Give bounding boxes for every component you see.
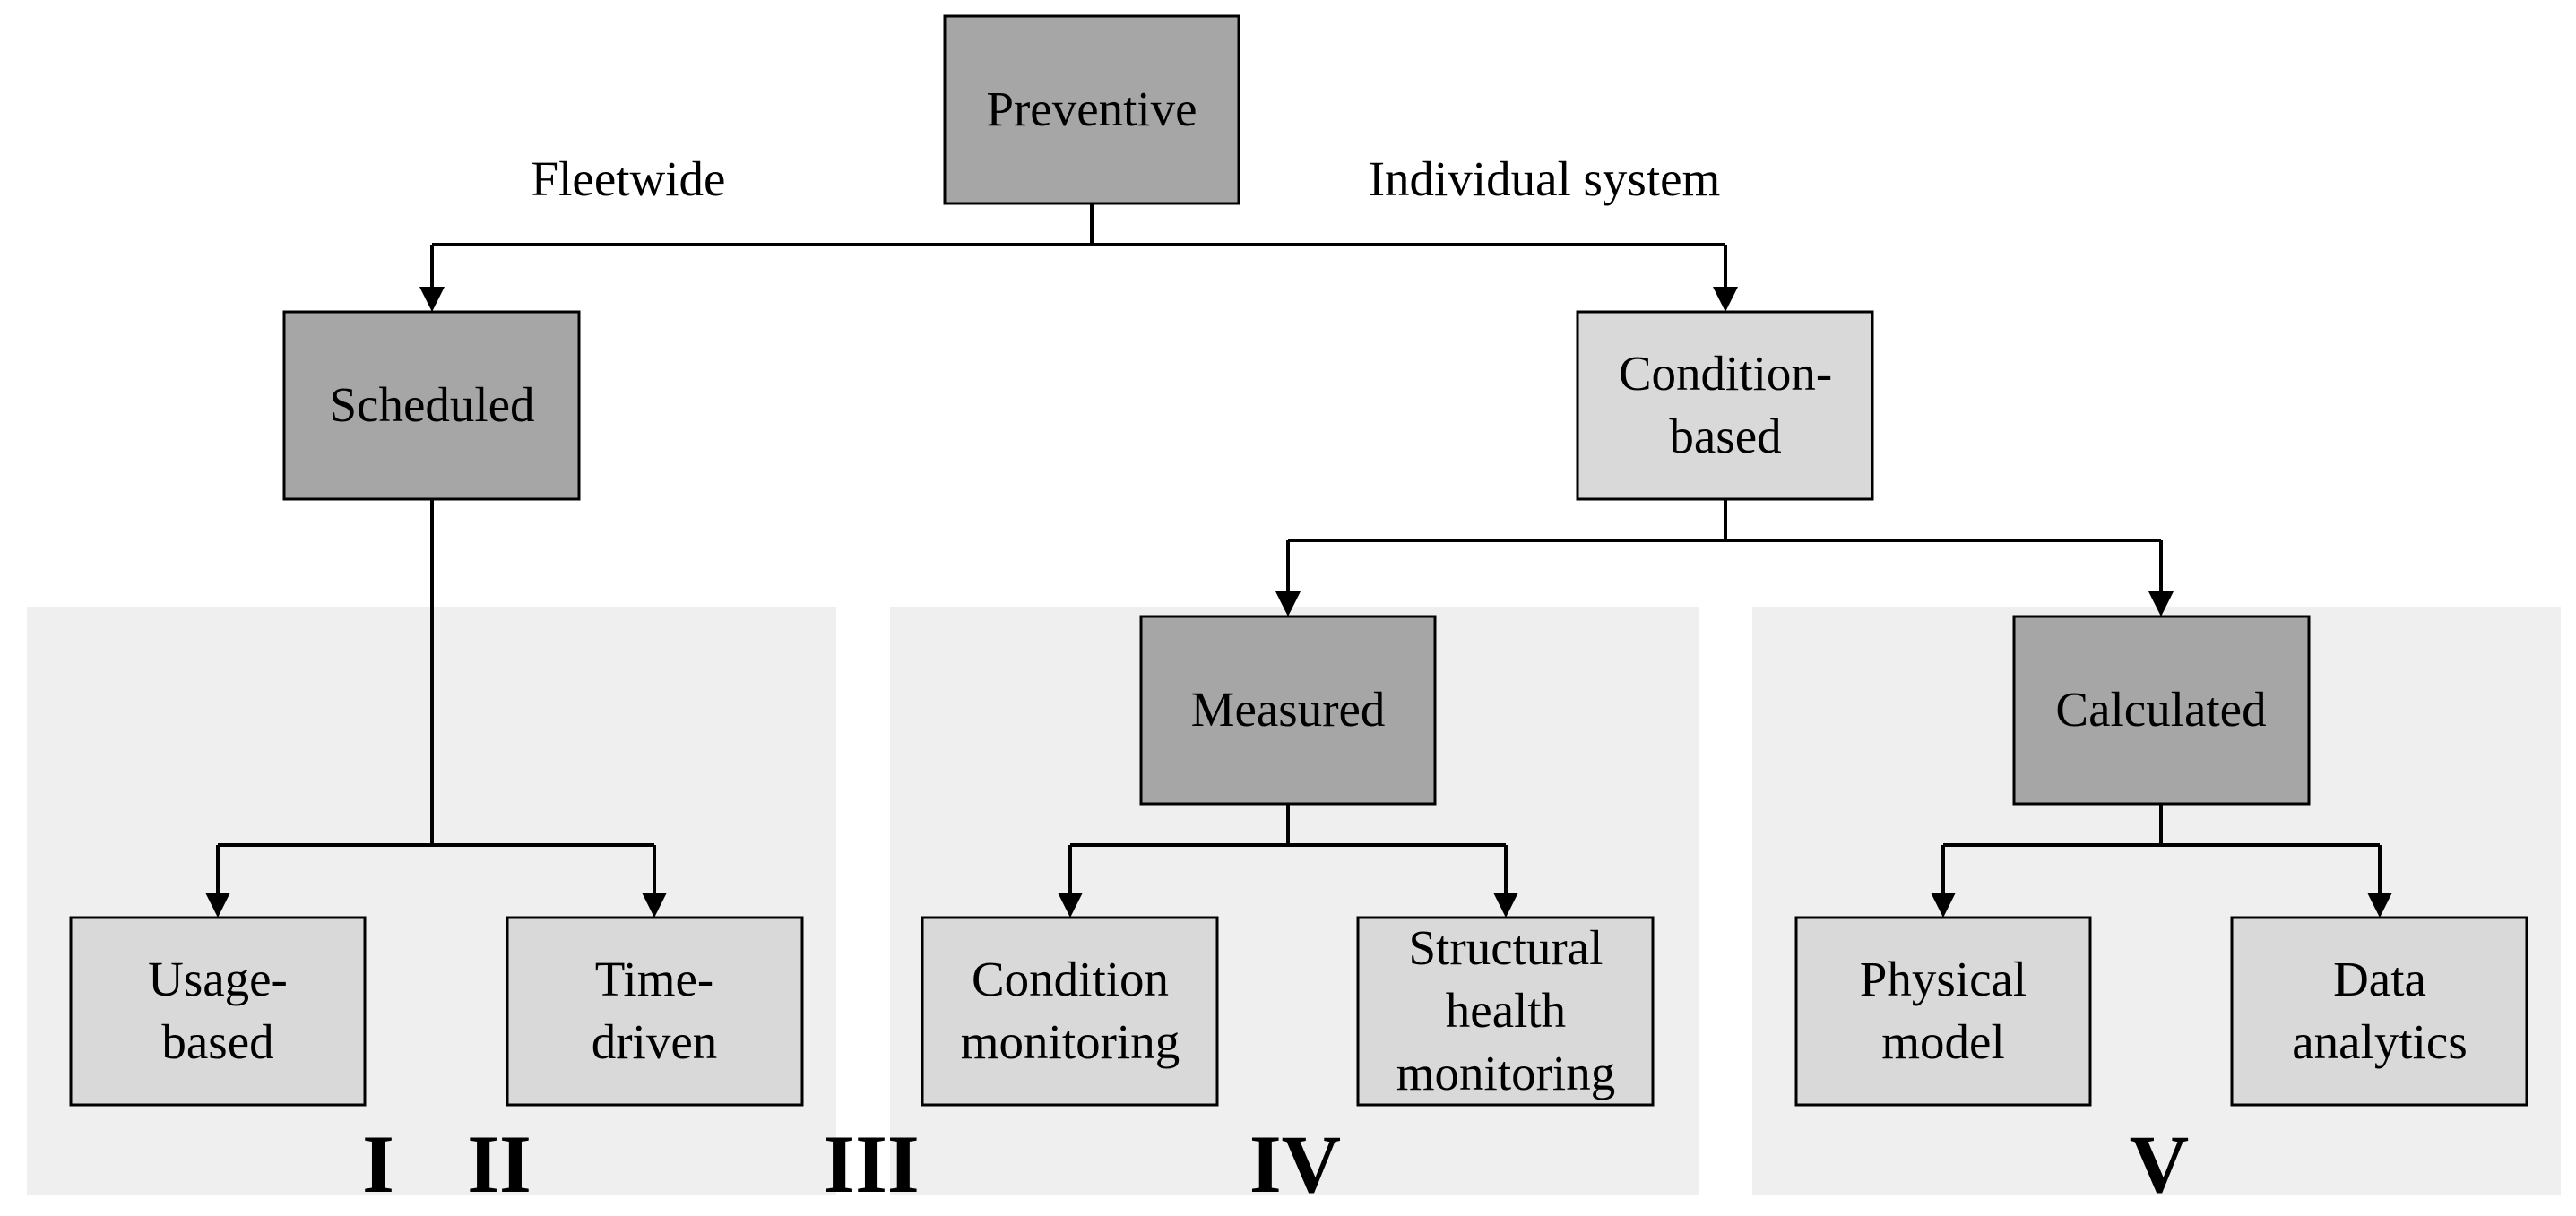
node-label-line: Preventive (986, 82, 1197, 136)
arrowhead (205, 893, 230, 918)
node-label-line: Physical (1860, 952, 2027, 1006)
level-label-II: II (467, 1118, 532, 1210)
node-label-line: Condition (972, 952, 1169, 1006)
arrowhead (642, 893, 667, 918)
level-label-V: V (2130, 1118, 2189, 1210)
arrowhead (1275, 591, 1301, 617)
node-label-line: monitoring (1396, 1046, 1615, 1100)
node-label-line: Data (2333, 952, 2426, 1006)
arrowhead (1713, 287, 1738, 312)
node-label-line: model (1881, 1014, 2004, 1069)
node-measured: Measured (1139, 615, 1437, 806)
node-label-line: Condition- (1619, 346, 1832, 401)
node-time-driven: Time-driven (506, 916, 804, 1107)
node-label-line: Measured (1191, 682, 1386, 737)
node-label-line: Time- (595, 952, 713, 1006)
node-label-line: analytics (2292, 1014, 2467, 1069)
edge-label-fleetwide: Fleetwide (532, 151, 726, 206)
arrowhead (2367, 893, 2392, 918)
arrowhead (2148, 591, 2174, 617)
arrowhead (1058, 893, 1083, 918)
level-label-III: III (823, 1118, 919, 1210)
node-physical-model: Physical model (1794, 916, 2092, 1107)
node-label-line: Usage- (148, 952, 288, 1006)
node-label-line: Structural (1409, 920, 1604, 975)
node-label-line: monitoring (961, 1014, 1180, 1069)
node-label-line: driven (592, 1014, 718, 1069)
edge-label-individual-system: Individual system (1369, 151, 1721, 206)
node-usage-based: Usage-based (69, 916, 367, 1107)
node-calculated: Calculated (2012, 615, 2311, 806)
connectors (205, 204, 2392, 918)
arrowhead (419, 287, 445, 312)
node-scheduled: Scheduled (282, 310, 581, 501)
node-preventive: Preventive (943, 14, 1240, 205)
arrowhead (1931, 893, 1956, 918)
node-condition-monitoring: Condition monitoring (921, 916, 1219, 1107)
level-label-IV: IV (1249, 1118, 1341, 1210)
node-label-line: based (1669, 409, 1781, 463)
node-label-line: Scheduled (329, 377, 534, 432)
node-label-line: health (1446, 983, 1566, 1038)
node-data-analytics: Data analytics (2230, 916, 2528, 1107)
node-label-line: Calculated (2055, 682, 2266, 737)
arrowhead (1493, 893, 1518, 918)
level-label-I: I (362, 1118, 394, 1210)
node-condition-based: Condition-based (1576, 310, 1874, 501)
node-structural-health-monitoring: Structural health monitoring (1356, 916, 1655, 1107)
node-label-line: based (161, 1014, 273, 1069)
